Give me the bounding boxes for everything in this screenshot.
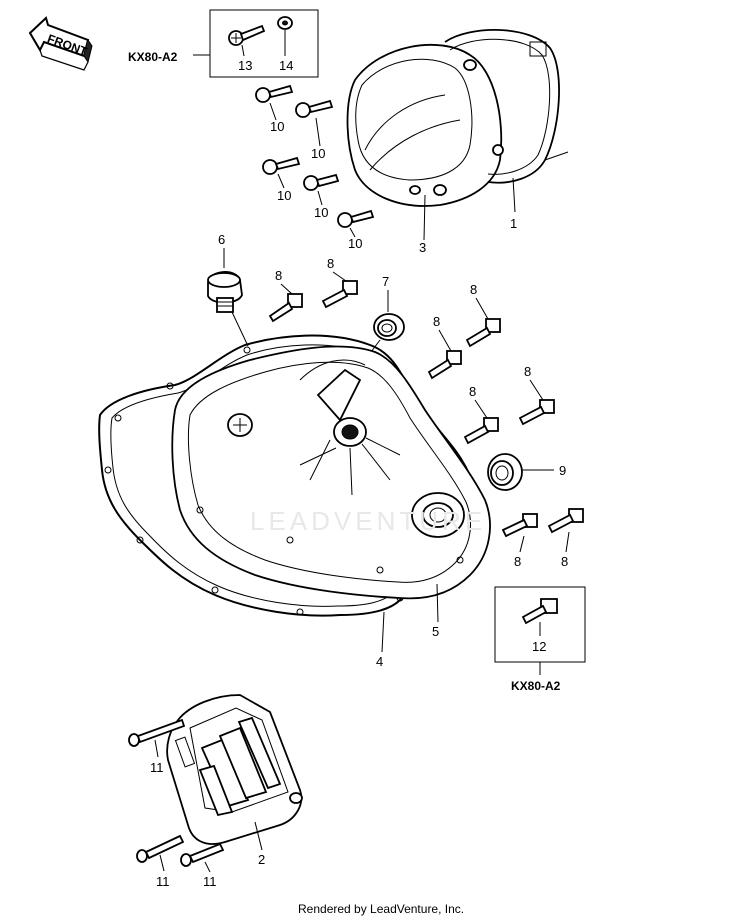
clutch-cover-3 xyxy=(346,43,504,207)
callout-8g: 8 xyxy=(514,554,521,569)
washer-14-icon xyxy=(277,16,293,30)
callout-1: 1 xyxy=(510,216,517,231)
bolt-12-icon xyxy=(521,598,558,625)
filler-plug-6 xyxy=(207,271,243,313)
bolt-10-icon xyxy=(255,84,375,228)
callout-8c: 8 xyxy=(470,282,477,297)
credit-text: Rendered by LeadVenture, Inc. xyxy=(298,902,464,916)
callout-11b: 11 xyxy=(156,874,170,889)
callout-11a: 11 xyxy=(150,760,164,775)
callout-10c: 10 xyxy=(277,188,291,203)
callout-6: 6 xyxy=(218,232,225,247)
callout-13: 13 xyxy=(238,58,252,73)
gasket-1 xyxy=(444,29,560,184)
callout-8h: 8 xyxy=(561,554,568,569)
kx-label-top: KX80-A2 xyxy=(128,50,178,64)
callout-10e: 10 xyxy=(348,236,362,251)
oil-seal-7 xyxy=(373,313,405,341)
sprocket-cover-2 xyxy=(166,694,303,845)
callout-10b: 10 xyxy=(311,146,325,161)
front-arrow-icon: FRONT xyxy=(28,16,93,71)
crankcase-cover-5 xyxy=(171,345,491,600)
kx80-a2-box-bottom: KX80-A2 12 xyxy=(494,586,586,693)
callout-2: 2 xyxy=(258,852,265,867)
callout-9: 9 xyxy=(559,463,566,478)
callout-4: 4 xyxy=(376,654,383,669)
callout-8a: 8 xyxy=(275,268,282,283)
callout-12: 12 xyxy=(532,639,546,654)
callout-8d: 8 xyxy=(433,314,440,329)
callout-14: 14 xyxy=(279,58,293,73)
screw-11-icon xyxy=(128,718,225,867)
watermark: LEADVENTURE xyxy=(250,506,486,536)
callout-5: 5 xyxy=(432,624,439,639)
callout-11c: 11 xyxy=(203,874,217,889)
callout-10d: 10 xyxy=(314,205,328,220)
oil-seal-9 xyxy=(487,453,523,491)
bolt-8-icon xyxy=(268,280,584,538)
callout-7: 7 xyxy=(382,274,389,289)
callout-3: 3 xyxy=(419,240,426,255)
kx-label-bottom: KX80-A2 xyxy=(511,679,561,693)
callout-8f: 8 xyxy=(469,384,476,399)
callout-8b: 8 xyxy=(327,256,334,271)
kx80-a2-box-top: KX80-A2 13 14 xyxy=(128,9,319,78)
callout-10a: 10 xyxy=(270,119,284,134)
bolt-13-icon xyxy=(228,24,266,46)
callout-8e: 8 xyxy=(524,364,531,379)
